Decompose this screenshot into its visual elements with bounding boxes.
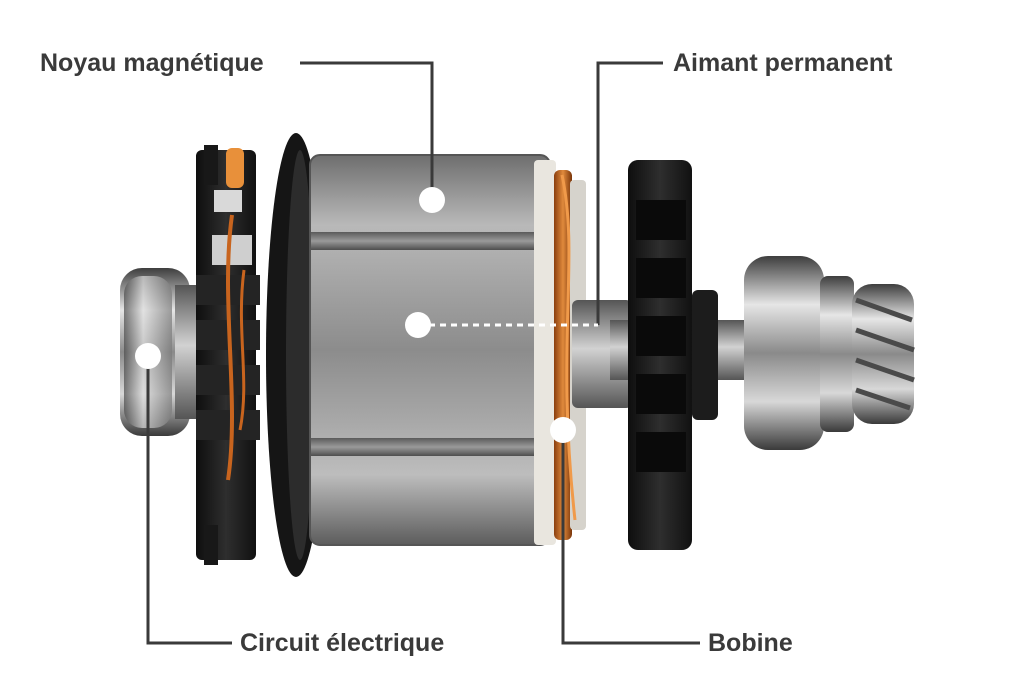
right-bearing (744, 256, 915, 450)
marker-circuit (135, 343, 161, 369)
leader-line-core (300, 61, 434, 200)
label-aimant-permanent: Aimant permanent (673, 49, 893, 77)
magnetic-core (309, 154, 551, 546)
marker-core (419, 187, 445, 213)
leader-line-coil (561, 430, 700, 645)
label-bobine: Bobine (708, 629, 793, 657)
leader-lines (146, 61, 700, 645)
marker-coil (550, 417, 576, 443)
brush-holder (196, 145, 260, 565)
coil-windings (534, 160, 586, 545)
leader-line-circuit (146, 356, 232, 645)
leader-line-magnet (596, 61, 663, 325)
markers (135, 187, 576, 443)
cooling-fan (628, 160, 718, 550)
marker-magnet (405, 312, 431, 338)
label-noyau-magnetique: Noyau magnétique (40, 49, 264, 77)
label-circuit-electrique: Circuit électrique (240, 629, 445, 657)
